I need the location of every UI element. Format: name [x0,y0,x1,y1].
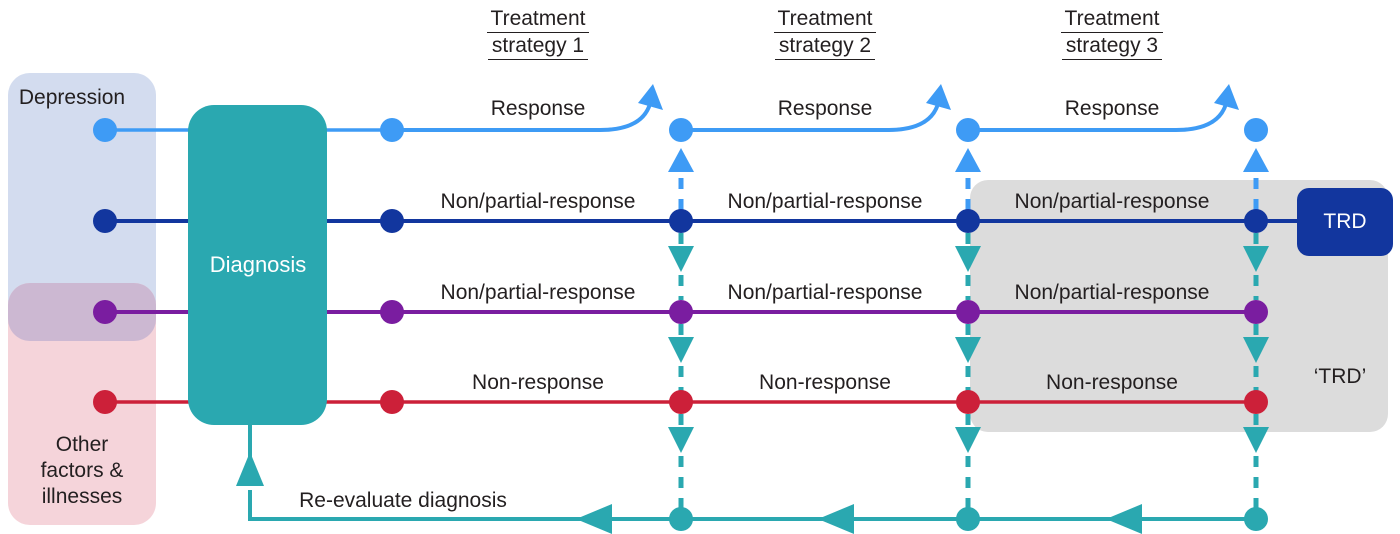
dash-down-arrowhead-1256-b [1243,337,1269,363]
re-evaluate-path [236,425,1256,534]
node-s2-nonpartial-2[interactable] [669,300,693,324]
response-arrowhead-2 [926,84,951,110]
other-factors-line-1: Other [55,433,109,456]
trd-grey-region [970,180,1388,432]
diagnosis-box[interactable] [188,105,327,425]
diagnosis-box-label: Diagnosis [209,252,307,277]
node-s1-response[interactable] [380,118,404,142]
edge-label-response-3: Response [1064,97,1160,120]
edge-label-nonpartial-2-2: Non/partial-response [727,281,923,304]
node-s3-nonpartial-2[interactable] [956,300,980,324]
response-arrowhead-1 [638,84,663,110]
response-arrowhead-3 [1214,84,1239,110]
dashed-column-681 [668,148,694,508]
node-s1-nonpartial-1[interactable] [380,209,404,233]
depression-panel-label: Depression [18,86,126,109]
dash-down-arrowhead-1256-c [1243,427,1269,453]
re-evaluate-up-arrowhead [236,452,264,486]
header-2-line2: strategy 2 [774,33,876,60]
header-treatment-strategy-2: Treatment strategy 2 [725,6,925,60]
depression-panel [8,73,156,341]
dash-down-arrowhead-968-a [955,246,981,272]
dashed-column-968 [955,148,981,508]
node-s1-nonpartial-2[interactable] [380,300,404,324]
dash-up-arrowhead-968 [955,148,981,172]
header-3-line1: Treatment [1060,6,1164,33]
re-evaluate-line [248,490,1256,521]
node-s3-response[interactable] [956,118,980,142]
dash-down-arrowhead-681-a [668,246,694,272]
nodes [93,118,1268,531]
edge-label-response-2: Response [777,97,873,120]
response-arrow-2 [681,99,941,132]
edge-label-nonpartial-1-3: Non/partial-response [1014,190,1210,213]
edge-label-response-1: Response [490,97,586,120]
response-arrow-3 [968,99,1229,132]
node-s3-nonpartial-1[interactable] [956,209,980,233]
dashed-column-1256 [1243,148,1269,508]
other-factors-line-2: factors & [40,459,124,482]
response-arrows [392,99,1229,132]
node-origin-nonresponse[interactable] [93,390,117,414]
dash-down-arrowhead-968-c [955,427,981,453]
re-evaluate-left-arrowhead-3 [1106,504,1142,534]
header-1-line2: strategy 1 [487,33,589,60]
response-arrow-1 [392,99,653,132]
edge-label-nonresponse-3: Non-response [1046,371,1178,394]
trd-box-label: TRD [1323,210,1367,233]
edge-label-nonpartial-2-3: Non/partial-response [1014,281,1210,304]
node-end-nonpartial-1[interactable] [1244,209,1268,233]
node-s2-nonpartial-1[interactable] [669,209,693,233]
dash-down-arrowhead-1256-a [1243,246,1269,272]
node-s2-response[interactable] [669,118,693,142]
edge-label-nonresponse-1: Non-response [472,371,604,394]
node-end-nonresponse[interactable] [1244,390,1268,414]
header-treatment-strategy-3: Treatment strategy 3 [1012,6,1212,60]
group-panels [8,73,156,525]
node-s2-reevaluate[interactable] [669,507,693,531]
other-factors-line-3: illnesses [41,485,123,508]
vertical-dashed-connectors [668,148,1269,508]
dash-up-arrowhead-1256 [1243,148,1269,172]
panel-overlap-tint [8,283,156,341]
node-origin-nonpartial-2[interactable] [93,300,117,324]
header-treatment-strategy-1: Treatment strategy 1 [438,6,638,60]
trd-region-label: ‘TRD’ [1313,365,1367,388]
dash-down-arrowhead-968-b [955,337,981,363]
node-origin-response[interactable] [93,118,117,142]
node-s1-nonresponse[interactable] [380,390,404,414]
other-factors-panel-label: Other factors & illnesses [41,432,124,510]
header-2-line1: Treatment [773,6,877,33]
node-s2-nonresponse[interactable] [669,390,693,414]
header-1-line1: Treatment [486,6,590,33]
other-factors-panel [8,283,156,525]
dash-down-arrowhead-681-c [668,427,694,453]
dash-up-arrowhead-681 [668,148,694,172]
node-s3-nonresponse[interactable] [956,390,980,414]
trd-box[interactable] [1297,188,1393,256]
edge-label-re-evaluate-diagnosis: Re-evaluate diagnosis [299,489,507,512]
node-origin-nonpartial-1[interactable] [93,209,117,233]
edge-label-nonpartial-1-1: Non/partial-response [440,190,636,213]
node-end-nonpartial-2[interactable] [1244,300,1268,324]
dash-down-arrowhead-681-b [668,337,694,363]
edge-label-nonpartial-2-1: Non/partial-response [440,281,636,304]
edge-label-nonresponse-2: Non-response [759,371,891,394]
edge-label-nonpartial-1-2: Non/partial-response [727,190,923,213]
re-evaluate-left-arrowhead-1 [576,504,612,534]
node-s3-reevaluate[interactable] [956,507,980,531]
response-arrowheads [638,84,1239,110]
header-3-line2: strategy 3 [1061,33,1163,60]
node-end-response[interactable] [1244,118,1268,142]
node-end-reevaluate[interactable] [1244,507,1268,531]
re-evaluate-left-arrowhead-2 [818,504,854,534]
